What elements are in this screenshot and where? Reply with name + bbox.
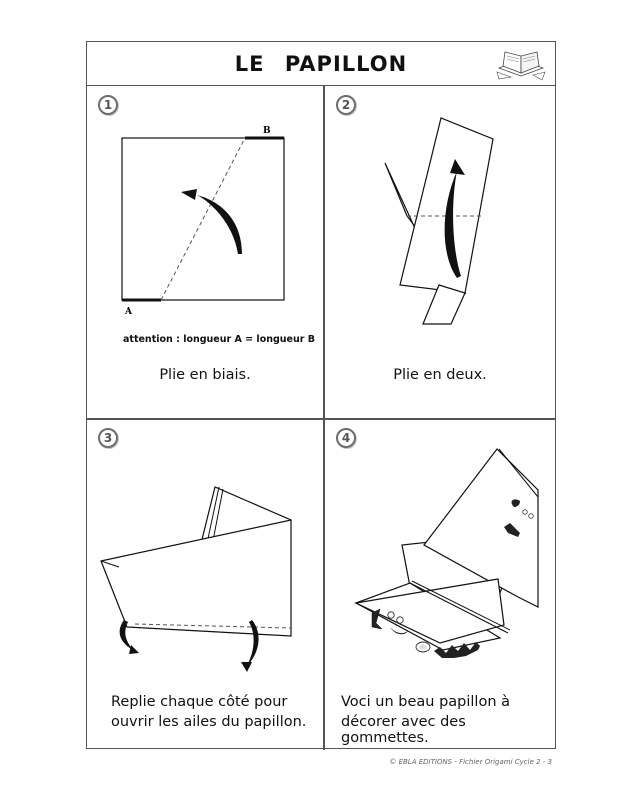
curved-arrow-icon (444, 171, 461, 278)
step-4-number: 4 (336, 428, 356, 448)
grid-divider-horizontal (87, 418, 555, 420)
page-footer: © EBLA EDITIONS - Fichier Origami Cycle … (389, 758, 552, 766)
step-2-number: 2 (336, 95, 356, 115)
corner-label-b: B (263, 126, 271, 136)
step-4-caption-line-1: Voci un beau papillon à (341, 694, 511, 710)
title-bar: LE PAPILLON (87, 42, 555, 86)
step-3-caption-line-2: ouvrir les ailes du papillon. (111, 714, 307, 730)
step-2-illustration (384, 117, 494, 325)
step-3-illustration (100, 486, 292, 672)
step-1-number: 1 (98, 95, 118, 115)
corner-label-a: A (124, 307, 133, 317)
step-1-caption: Plie en biais. (159, 367, 251, 383)
origami-book-logo-icon (496, 51, 546, 81)
step-2-caption: Plie en deux. (393, 367, 487, 383)
step-1-illustration: B A (121, 126, 285, 317)
step-4-caption-line-2: décorer avec des gommettes. (341, 714, 466, 746)
step-4-illustration (354, 448, 539, 658)
curved-arrow-icon (119, 620, 133, 650)
curved-arrow-icon (197, 195, 242, 254)
curved-arrow-icon (246, 620, 259, 667)
step-3-caption-line-1: Replie chaque côté pour (111, 694, 288, 710)
worksheet-frame: LE PAPILLON 1 B A attention : longueur A… (86, 41, 556, 750)
step-3-number: 3 (98, 428, 118, 448)
page-title: LE PAPILLON (234, 52, 408, 76)
step-1-note: attention : longueur A = longueur B (123, 334, 315, 345)
